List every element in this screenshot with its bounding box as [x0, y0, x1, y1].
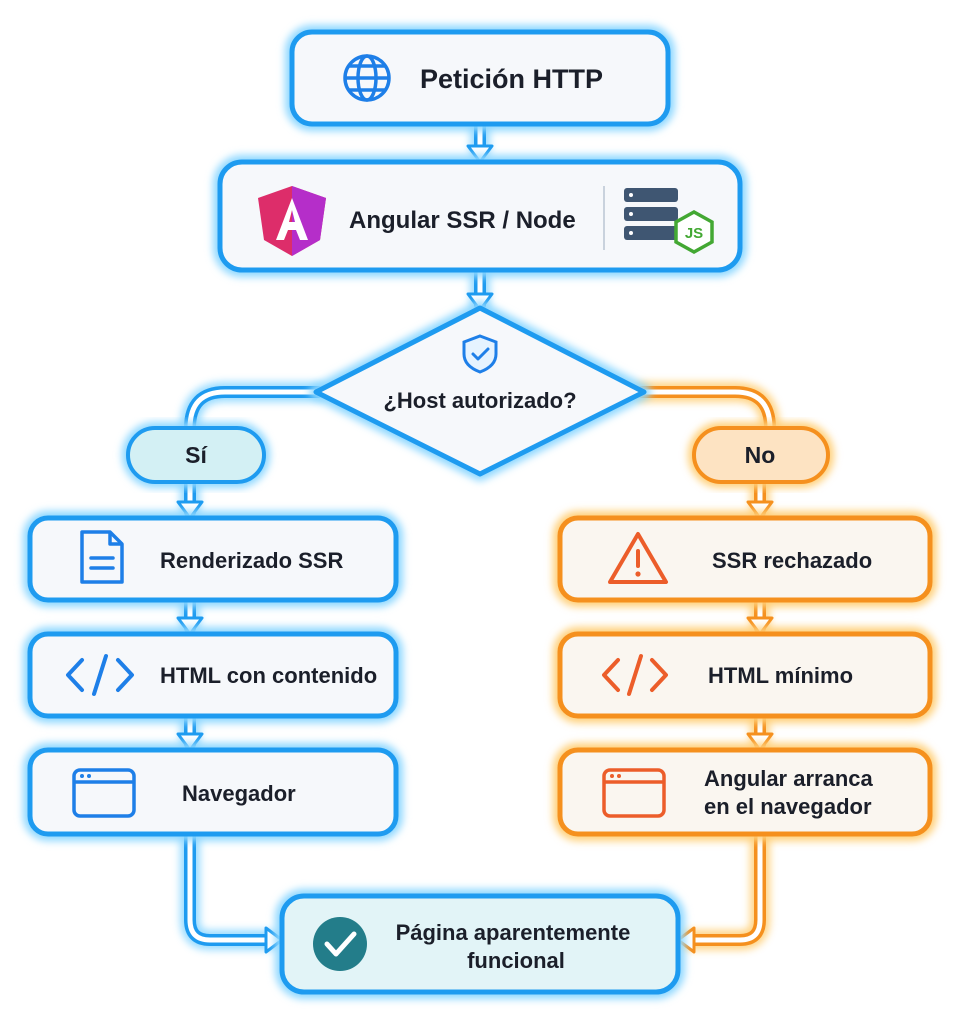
- connectors: [176, 112, 780, 954]
- decision-node: ¿Host autorizado?: [309, 301, 651, 481]
- arrowhead: [264, 926, 284, 954]
- no-step-html-label: HTML mínimo: [708, 663, 853, 688]
- no-step-rejected: SSR rechazado: [553, 511, 937, 607]
- arrowheads: [176, 144, 774, 954]
- result-label: Página aparentemente funcional: [396, 920, 637, 973]
- server-nodejs-icon: JS: [624, 188, 714, 255]
- arrowhead: [746, 616, 774, 636]
- no-step-browser-line-2: en el navegador: [704, 794, 872, 819]
- code-icon: [66, 654, 134, 696]
- yes-step-browser-label: Navegador: [182, 781, 296, 806]
- no-step-browser: Angular arranca en el navegador: [553, 743, 937, 841]
- request-label: Petición HTTP: [420, 64, 603, 94]
- globe-icon: [343, 54, 391, 102]
- arrowhead: [466, 144, 494, 164]
- shield-check-icon: [462, 334, 498, 374]
- node-badge: JS: [685, 225, 703, 242]
- node-server: Angular SSR / Node JS: [213, 155, 747, 277]
- yes-step-html: HTML con contenido: [23, 627, 403, 723]
- angular-logo-icon: [258, 186, 326, 256]
- arrowhead: [746, 732, 774, 752]
- arrowhead: [746, 500, 774, 520]
- no-step-browser-line-1: Angular arranca: [704, 766, 873, 791]
- arrowhead: [176, 616, 204, 636]
- arrowhead: [676, 926, 696, 954]
- check-circle-icon: [313, 917, 367, 971]
- yes-step-html-label: HTML con contenido: [160, 663, 377, 688]
- orange-connectors: [632, 382, 780, 950]
- result-node: Página aparentemente funcional: [275, 889, 685, 999]
- no-step-rejected-label: SSR rechazado: [712, 548, 872, 573]
- branch-no-pill: No: [688, 422, 834, 488]
- browser-window-icon: [602, 768, 666, 818]
- result-line-1: Página aparentemente: [396, 920, 631, 945]
- no-step-browser-label: Angular arranca en el navegador: [704, 766, 879, 819]
- document-icon: [80, 530, 124, 584]
- result-line-2: funcional: [467, 948, 565, 973]
- code-icon: [602, 654, 668, 696]
- arrowhead: [176, 500, 204, 520]
- branch-yes-label: Sí: [185, 442, 208, 468]
- branch-yes-pill: Sí: [122, 422, 270, 488]
- browser-window-icon: [72, 768, 136, 818]
- node-request: Petición HTTP: [285, 25, 675, 131]
- yes-step-browser: Navegador: [23, 743, 403, 841]
- blue-connectors: [180, 112, 490, 950]
- yes-step-render: Renderizado SSR: [23, 511, 403, 607]
- arrowhead: [176, 732, 204, 752]
- no-step-html: HTML mínimo: [553, 627, 937, 723]
- decision-label: ¿Host autorizado?: [383, 388, 576, 413]
- yes-step-render-label: Renderizado SSR: [160, 548, 343, 573]
- branch-no-label: No: [745, 442, 776, 468]
- server-label: Angular SSR / Node: [349, 207, 576, 234]
- warning-icon: [608, 532, 668, 584]
